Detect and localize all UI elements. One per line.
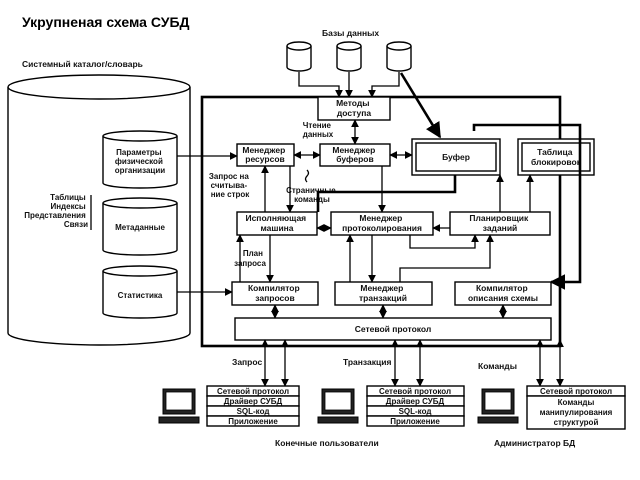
buffer-text: Буфер (442, 152, 470, 162)
svg-text:Драйвер СУБД: Драйвер СУБД (224, 397, 283, 406)
flow-label-transaction: Транзакция (343, 357, 391, 367)
page-commands-label: Страничные команды (286, 186, 338, 204)
physical-params-cylinder (102, 130, 178, 189)
connectors (177, 72, 582, 387)
statistics-cylinder (102, 265, 178, 319)
page-commands-squiggle (304, 169, 310, 183)
svg-text:манипулирования: манипулирования (540, 408, 613, 417)
svg-text:Приложение: Приложение (390, 417, 440, 426)
svg-text:Команды: Команды (558, 398, 595, 407)
admin-computer-icon (477, 388, 519, 424)
svg-text:структурой: структурой (554, 418, 599, 427)
lock-table-inner-box (521, 142, 591, 172)
database-cylinder-2 (336, 41, 362, 72)
diagram-title: Укрупненая схема СУБД (22, 14, 190, 30)
transaction-manager-text: Менеджер транзакций (359, 283, 407, 303)
read-request-label: Запрос на считыва- ние строк (209, 172, 251, 199)
access-methods-text: Методы доступа (336, 98, 372, 118)
flow-label-query: Запрос (232, 357, 262, 367)
svg-text:SQL-код: SQL-код (399, 407, 432, 416)
svg-text:Сетевой протокол: Сетевой протокол (217, 387, 289, 396)
executor-text: Исполняющая машина (245, 213, 308, 233)
catalog-side-labels: Таблицы Индексы Представления Связи (24, 193, 88, 229)
databases-label: Базы данных (322, 28, 379, 38)
read-data-label: Чтение данных (303, 121, 334, 139)
lock-table-text: Таблица блокировок (531, 147, 582, 167)
flow-label-commands: Команды (478, 361, 517, 371)
buffer-inner-box (415, 142, 497, 172)
admin-stack: Сетевой протокол Команды манипулирования… (526, 385, 626, 430)
statistics-text: Статистика (118, 291, 163, 300)
query-compiler-text: Компилятор запросов (248, 283, 302, 303)
metadata-text: Метаданные (115, 223, 165, 232)
client-stack-1: Сетевой протокол Драйвер СУБД SQL-код Пр… (206, 385, 300, 427)
catalog-label: Системный каталог/словарь (22, 59, 143, 69)
physical-params-text: Параметры физической организации (115, 148, 165, 175)
plan-request-label: План запроса (234, 249, 266, 268)
metadata-cylinder (102, 197, 178, 256)
client-computer-icon (317, 388, 359, 424)
svg-text:Сетевой протокол: Сетевой протокол (540, 387, 612, 396)
network-protocol-text: Сетевой протокол (355, 324, 432, 334)
svg-text:Драйвер СУБД: Драйвер СУБД (386, 397, 445, 406)
svg-text:Сетевой протокол: Сетевой протокол (379, 387, 451, 396)
svg-text:Приложение: Приложение (228, 417, 278, 426)
database-cylinder-1 (286, 41, 312, 72)
resource-manager-text: Менеджер ресурсов (242, 145, 287, 164)
client-computer-icon (158, 388, 200, 424)
schema-compiler-text: Компилятор описания схемы (468, 283, 538, 303)
database-cylinder-3 (386, 41, 412, 72)
admin-label: Администратор БД (494, 438, 575, 448)
log-manager-text: Менеджер протоколирования (342, 213, 422, 233)
buffer-manager-text: Менеджер буферов (332, 145, 377, 164)
client-stack-2: Сетевой протокол Драйвер СУБД SQL-код Пр… (366, 385, 465, 427)
task-scheduler-text: Планировщик заданий (469, 213, 530, 233)
svg-text:SQL-код: SQL-код (237, 407, 270, 416)
end-users-label: Конечные пользователи (275, 438, 379, 448)
executor-box (236, 211, 318, 236)
